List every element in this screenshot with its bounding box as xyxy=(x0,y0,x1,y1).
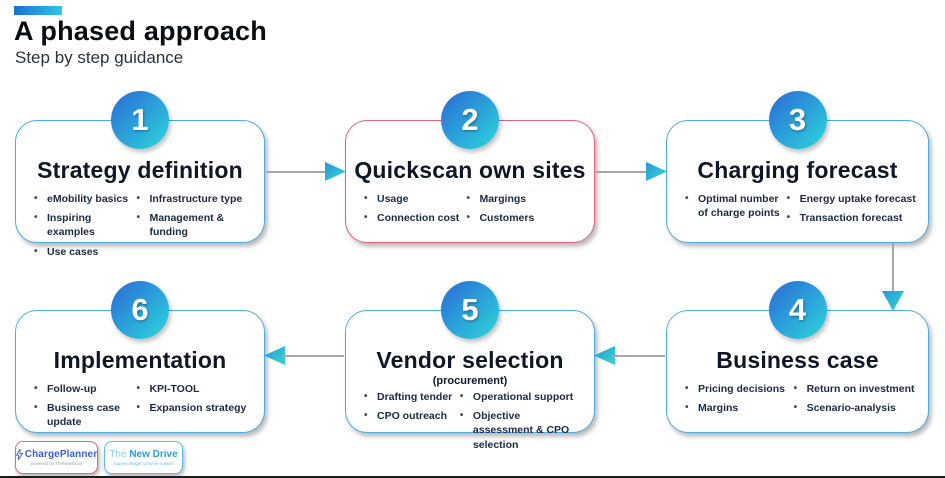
step-box-1-strategy-definition: 1 Strategy definition eMobility basics I… xyxy=(15,91,265,258)
bullet-item: Margings xyxy=(466,192,582,206)
lightning-bolt-icon xyxy=(15,449,23,460)
bullet-column-left: Pricing decisions Margins xyxy=(685,382,794,420)
bullet-item: Pricing decisions xyxy=(685,382,794,396)
arrow-line-1-2 xyxy=(266,171,328,173)
step-number-badge: 3 xyxy=(768,91,827,149)
step-title: Vendor selection xyxy=(376,347,564,373)
arrow-line-5-6 xyxy=(282,355,344,357)
step-box-5-vendor-selection: 5 Vendor selection (procurement) Draftin… xyxy=(345,281,595,451)
bullet-item: Objective assessment & CPO selection xyxy=(460,409,582,452)
bullet-item: Return on investment xyxy=(794,382,916,396)
bullet-item: Scenario-analysis xyxy=(794,401,916,415)
bullet-item: eMobility basics xyxy=(34,192,136,206)
step-box-6-implementation: 6 Implementation Follow-up Business case… xyxy=(15,281,265,435)
bullet-item: Use cases xyxy=(34,245,136,259)
step-number: 4 xyxy=(788,292,807,327)
bullet-item: KPI-TOOL xyxy=(136,382,252,396)
bullet-item: Connection cost xyxy=(364,211,466,225)
bullet-item: Business case update xyxy=(34,401,136,429)
step-number: 3 xyxy=(788,102,807,137)
chargeplanner-logo: ChargePlanner powered by TheNewDrive xyxy=(15,441,98,474)
page-title: A phased approach xyxy=(14,16,267,46)
step-number-badge: 4 xyxy=(768,281,827,339)
bullet-column-left: eMobility basics Inspiring examples Use … xyxy=(34,192,136,264)
step-box-4-business-case: 4 Business case Pricing decisions Margin… xyxy=(666,281,929,433)
bullet-column-right: Energy uptake forecast Transaction forec… xyxy=(787,192,916,230)
bullet-item: Management & funding xyxy=(136,211,252,239)
new-drive-name: New Drive xyxy=(129,449,178,460)
step-number-badge: 5 xyxy=(441,281,499,339)
bullet-column-right: Margings Customers xyxy=(466,192,582,230)
bullet-item: Usage xyxy=(364,192,466,206)
chargeplanner-name: ChargePlanner xyxy=(24,449,98,460)
step-box-3-charging-forecast: 3 Charging forecast Optimal number of ch… xyxy=(666,91,929,243)
chargeplanner-tagline: powered by TheNewDrive xyxy=(30,461,83,466)
step-title: Quickscan own sites xyxy=(354,157,586,183)
arrow-line-2-3 xyxy=(596,171,648,173)
new-drive-prefix: The xyxy=(109,449,130,460)
bullet-item: Transaction forecast xyxy=(787,211,916,225)
step-number-badge: 6 xyxy=(111,281,169,339)
bullet-item: Infrastructure type xyxy=(136,192,252,206)
bullet-item: Inspiring examples xyxy=(34,211,136,239)
step-subtitle: (procurement) xyxy=(432,375,508,387)
arrow-head-1-2-icon xyxy=(325,162,346,181)
step-title: Charging forecast xyxy=(697,157,898,183)
page-subtitle: Step by step guidance xyxy=(15,48,184,67)
header-accent-bar xyxy=(14,6,62,15)
step-box-2-quickscan-own-sites: 2 Quickscan own sites Usage Connection c… xyxy=(345,91,595,243)
new-drive-tagline: Samen België schoner maken xyxy=(113,461,174,466)
bullet-column-right: Return on investment Scenario-analysis xyxy=(794,382,916,420)
bullet-column-left: Usage Connection cost xyxy=(364,192,466,230)
arrow-line-3-4 xyxy=(892,243,894,293)
bullet-item: Margins xyxy=(685,401,794,415)
step-number: 1 xyxy=(131,102,149,137)
bullet-item: Energy uptake forecast xyxy=(787,192,916,206)
step-number: 6 xyxy=(131,292,149,327)
bullet-item: Drafting tender xyxy=(364,390,460,404)
bullet-item: Optimal number of charge points xyxy=(685,192,787,220)
arrow-line-4-5 xyxy=(612,355,665,357)
step-title: Implementation xyxy=(53,347,227,373)
new-drive-logo: The New Drive Samen België schoner maken xyxy=(104,441,183,474)
bullet-column-left: Drafting tender CPO outreach xyxy=(364,390,460,457)
bullet-item: Customers xyxy=(466,211,582,225)
step-title: Business case xyxy=(716,347,879,373)
bullet-item: CPO outreach xyxy=(364,409,460,423)
step-number-badge: 1 xyxy=(111,91,169,149)
step-number-badge: 2 xyxy=(441,91,499,149)
bullet-item: Follow-up xyxy=(34,382,136,396)
arrow-head-3-4-icon xyxy=(882,291,904,311)
arrow-head-2-3-icon xyxy=(646,162,667,181)
bullet-item: Operational support xyxy=(460,390,582,404)
bullet-item: Expansion strategy xyxy=(136,401,252,415)
bullet-column-right: Infrastructure type Management & funding xyxy=(136,192,252,264)
step-number: 2 xyxy=(461,102,479,137)
step-title: Strategy definition xyxy=(37,157,243,183)
bullet-column-left: Follow-up Business case update xyxy=(34,382,136,435)
bullet-column-right: Operational support Objective assessment… xyxy=(460,390,582,457)
bullet-column-left: Optimal number of charge points xyxy=(685,192,787,230)
bullet-column-right: KPI-TOOL Expansion strategy xyxy=(136,382,252,435)
step-number: 5 xyxy=(461,292,479,327)
